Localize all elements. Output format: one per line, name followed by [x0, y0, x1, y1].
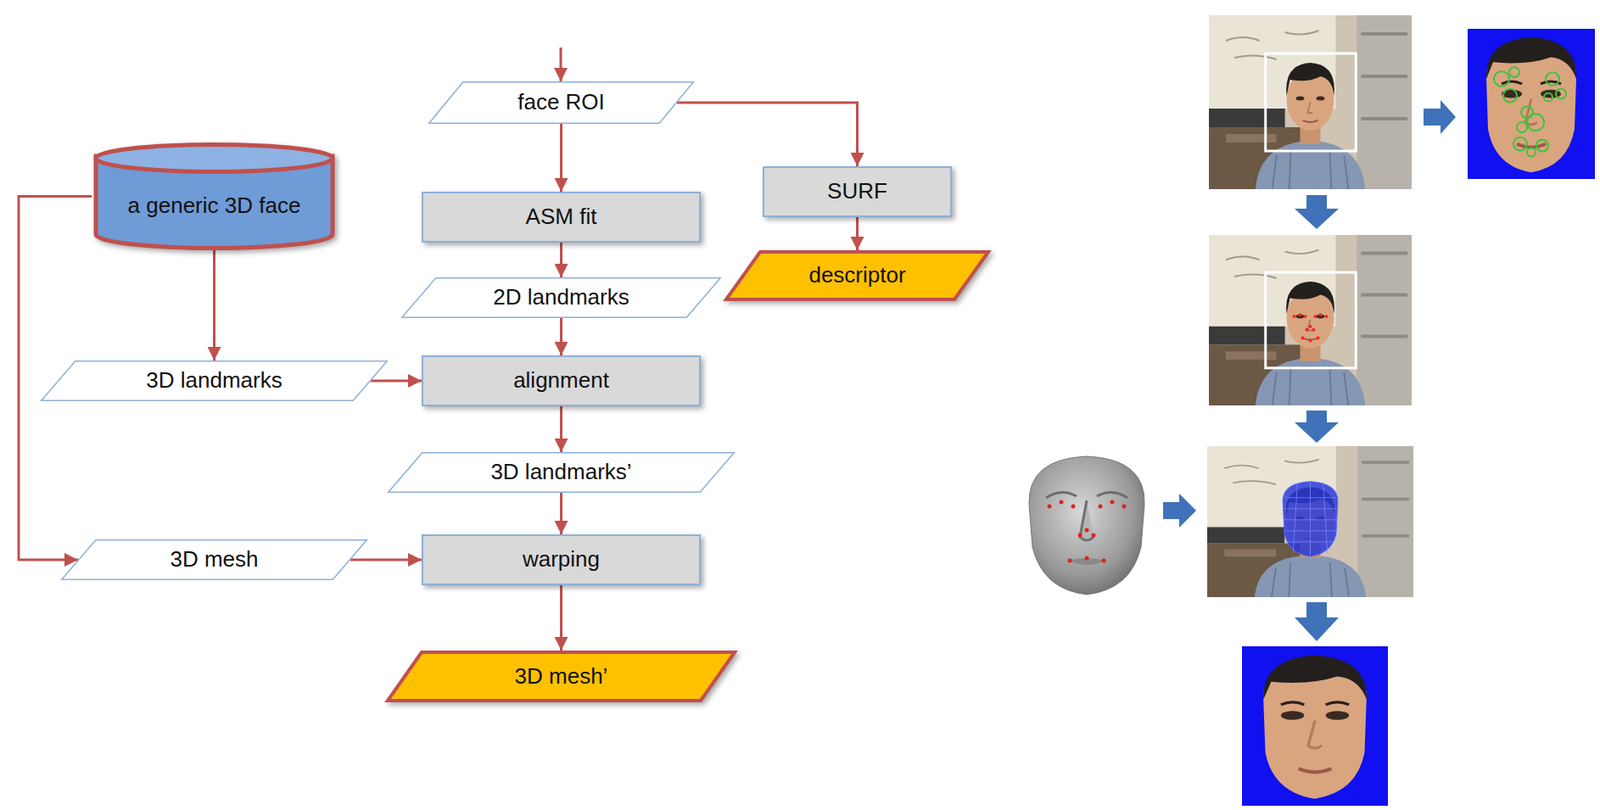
block-arrow [1163, 493, 1197, 528]
block-arrow [1294, 195, 1339, 230]
node-label: warping [522, 547, 600, 573]
process-box: alignment [421, 355, 701, 407]
block-arrow [1294, 602, 1339, 642]
data-parallelogram: 3D mesh [61, 539, 368, 581]
roi-rectangle [1265, 53, 1357, 152]
textured-face [1241, 646, 1388, 806]
database-cylinder: a generic 3D face [91, 142, 337, 251]
process-box: SURF [762, 166, 952, 218]
parallelogram-outline [429, 82, 694, 124]
flow-arrow [559, 318, 563, 356]
box-outline [422, 192, 700, 242]
node-label: 3D landmarks [145, 368, 282, 394]
parallelogram-outline [61, 540, 368, 581]
flow-arrow [559, 492, 563, 535]
model-landmark-dots [1047, 500, 1127, 564]
flow-arrow [370, 380, 422, 383]
parallelogram-outline [41, 361, 388, 402]
flow-arrow [559, 406, 563, 453]
flow-arrow [676, 102, 858, 167]
landmark-photo [1208, 234, 1412, 406]
node-label: 3D landmarks’ [490, 459, 632, 486]
surf-points [1493, 67, 1567, 157]
flow-arrow [559, 242, 563, 278]
data-parallelogram: 3D landmarks [40, 360, 388, 402]
flow-arrow [855, 217, 859, 251]
node-label: ASM fit [525, 204, 598, 230]
node-label: 3D mesh [169, 547, 258, 573]
flow-arrow [559, 585, 563, 651]
block-arrow [1423, 100, 1456, 135]
data-parallelogram: 3D landmarks’ [387, 452, 735, 493]
landmark-dots [1292, 313, 1329, 342]
flow-arrow [350, 559, 422, 562]
parallelogram-outline [726, 251, 989, 300]
node-label: face ROI [517, 89, 605, 116]
parallelogram-outline [388, 453, 735, 493]
node-label: a generic 3D face [128, 193, 302, 219]
process-box: ASM fit [421, 191, 701, 243]
process-box: warping [421, 534, 701, 586]
parallelogram-outline [402, 278, 722, 319]
input-photo [1208, 15, 1412, 190]
block-arrow [1294, 410, 1339, 443]
box-outline [422, 356, 700, 406]
flow-arrow [559, 123, 563, 192]
node-label: 2D landmarks [492, 285, 629, 311]
data-parallelogram: 2D landmarks [401, 277, 722, 319]
surf-crop [1467, 28, 1595, 180]
box-outline [763, 167, 952, 217]
node-label: SURF [827, 179, 888, 205]
data-parallelogram: face ROI [428, 81, 694, 124]
mesh-photo [1207, 446, 1414, 598]
input-arrow [559, 47, 563, 82]
roi-rectangle [1265, 272, 1357, 369]
node-label: 3D mesh’ [514, 664, 609, 690]
flow-arrow [212, 250, 216, 361]
mesh-overlay [1282, 481, 1338, 558]
box-outline [422, 535, 700, 585]
parallelogram-outline [387, 652, 735, 701]
node-label: descriptor [808, 262, 906, 289]
output-parallelogram: 3D mesh’ [386, 650, 737, 703]
output-parallelogram: descriptor [724, 250, 991, 302]
generic-face-model [1029, 456, 1145, 595]
node-label: alignment [513, 368, 610, 394]
cylinder-top [95, 145, 333, 173]
